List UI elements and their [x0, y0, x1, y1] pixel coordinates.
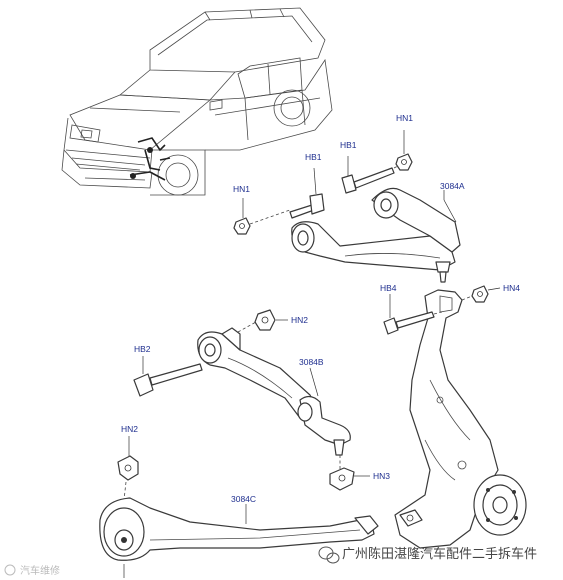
label-hb2: HB2 — [134, 344, 151, 354]
watermark-text: 广州陈田湛隆汽车配件二手拆车件 — [342, 546, 537, 561]
label-hn1-left: HN1 — [233, 184, 250, 194]
label-3084c: 3084C — [231, 494, 256, 504]
label-3084b: 3084B — [299, 357, 324, 367]
callout-labels: HN1 HB1 HB1 HN1 3084A HB4 HN4 HN2 HB2 30… — [121, 113, 520, 504]
bolt-hb4 — [383, 294, 443, 335]
nut-hn2-low — [117, 436, 139, 501]
steering-knuckle — [394, 289, 527, 549]
wechat-icon — [318, 546, 340, 564]
corner-watermark-text: 汽车维修 — [20, 564, 60, 577]
control-arm-3084c — [99, 497, 379, 578]
nut-hn1-top — [393, 130, 413, 171]
vehicle-illustration — [61, 7, 333, 196]
corner-watermark: 汽车维修 — [4, 564, 60, 577]
nut-hn1-left — [233, 198, 291, 235]
label-hn3: HN3 — [373, 471, 390, 481]
nut-hn3 — [329, 455, 370, 491]
nut-hn2-mid — [237, 309, 288, 333]
label-3084a: 3084A — [440, 181, 465, 191]
bolt-hb2 — [133, 356, 203, 397]
label-hb1-top: HB1 — [340, 140, 357, 150]
label-hb4: HB4 — [380, 283, 397, 293]
label-hn1-top: HN1 — [396, 113, 413, 123]
label-hb1-left: HB1 — [305, 152, 322, 162]
label-hn4: HN4 — [503, 283, 520, 293]
bolt-hb1-top — [341, 156, 395, 194]
upper-control-arm-3084a — [291, 187, 461, 283]
label-hn2-mid: HN2 — [291, 315, 308, 325]
watermark: 广州陈田湛隆汽车配件二手拆车件 — [318, 546, 537, 564]
control-arm-3084b — [197, 327, 351, 456]
label-hn2-low: HN2 — [121, 424, 138, 434]
bolt-hb1-left — [289, 167, 325, 219]
nut-hn4 — [461, 285, 501, 303]
